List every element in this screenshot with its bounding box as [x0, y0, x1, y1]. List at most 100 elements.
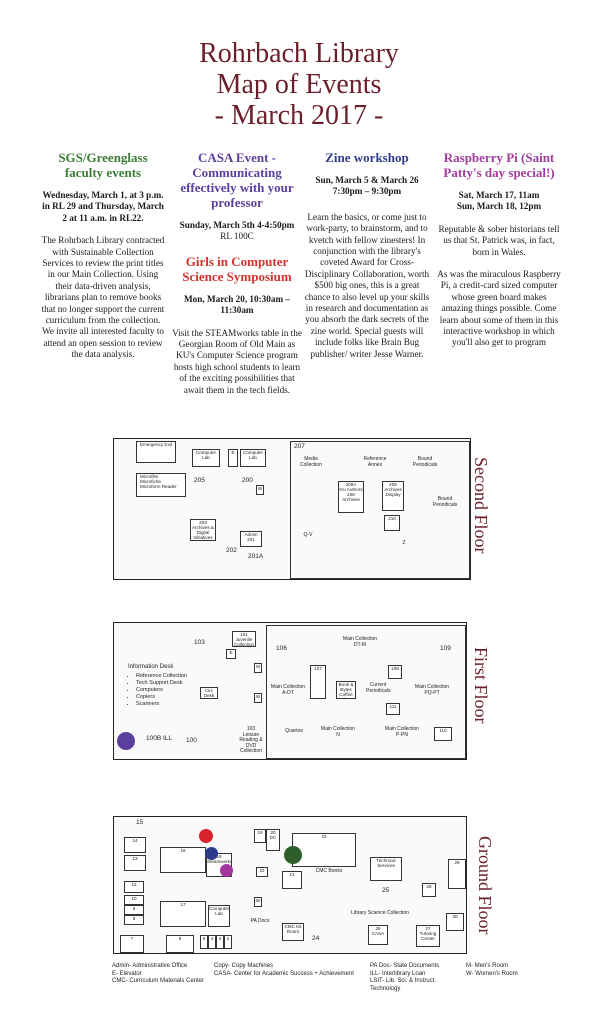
room-201a: 201A	[248, 553, 264, 560]
elevator-1f: E	[226, 649, 236, 659]
current-periodicals: Current Periodicals	[366, 682, 391, 694]
main-collection-pq-pt: Main Collection PQ-PT	[414, 684, 450, 696]
room-13: 13	[124, 855, 146, 871]
first-floor-label: First Floor	[471, 646, 491, 724]
room-101: 101 Juvenile Collection	[232, 631, 256, 647]
room-207: 207	[294, 443, 305, 450]
room-109: 109	[440, 645, 451, 652]
info-item: Tech Support Desk	[136, 680, 196, 687]
circ-desk: Circ Desk	[200, 687, 218, 699]
event-zine-heading: Zine workshop	[325, 150, 409, 165]
event-pi-when-1: Sat, March 17, 11am	[458, 190, 540, 200]
cmc-books: CMC Books	[315, 868, 343, 874]
restroom-w-1f: W	[254, 693, 262, 703]
event-girls-heading: Girls in Computer Science Symposium	[182, 253, 292, 284]
event-pi-when-2: Sun, March 18, 12pm	[456, 201, 542, 212]
room-203: 203 Archives & Digital Initiatives	[190, 519, 216, 541]
room-8: 8	[124, 915, 144, 925]
first-floor-map: 103 101 Juvenile Collection E Informatio…	[113, 622, 467, 760]
room-103: 103	[194, 639, 205, 646]
room-111: 111	[386, 703, 400, 715]
main-collection-dt-m: Main Collection DT-M	[342, 636, 378, 648]
main-collection-n: Main Collection N	[320, 726, 356, 738]
room-26-casa: 26 CASA	[368, 925, 388, 945]
technical-services: Technical Services	[370, 857, 402, 881]
ground-computer-lab: Computer Lab	[208, 905, 230, 927]
room-14: 14	[124, 837, 146, 853]
room-22: 22	[256, 867, 268, 877]
event-zine-when: Sun, March 5 & March 26 7:30pm – 9:30pm	[315, 175, 419, 197]
room-6: 6	[166, 935, 194, 953]
leisure-reading: 103 Leisure Reading & DVD Collection	[239, 726, 263, 755]
media-collection: Media Collection	[300, 456, 322, 468]
room-30: 30	[446, 913, 464, 931]
room-108: 108	[388, 665, 402, 679]
bound-periodicals-1: Bound Periodicals	[412, 456, 438, 468]
event-casa-when: Sunday, March 5th 4-4:50pm	[179, 220, 295, 230]
room-15: 15	[136, 819, 144, 826]
room-17: 17	[160, 901, 206, 927]
event-pi-body-1: Reputable & sober historians tell us tha…	[438, 223, 560, 257]
event-sgs-body: The Rohrbach Library contracted with Sus…	[41, 235, 165, 360]
title-line-2: Map of Events	[216, 69, 382, 100]
cmc-kit-room: CMC Kit Room	[282, 923, 304, 941]
room-19: 19	[254, 829, 266, 843]
title-line-3: - March 2017 -	[214, 100, 384, 131]
event-pi: Raspberry Pi (Saint Patty's day special!…	[435, 150, 563, 360]
room-23: 23	[292, 833, 356, 867]
room-3: 3	[216, 935, 224, 949]
room-microforms: Microfilm Microfiche Microform Reader	[136, 473, 186, 497]
second-floor-label: Second Floor	[471, 456, 491, 554]
room-computer-lab-2: Computer Lab	[240, 449, 266, 467]
event-pi-heading: Raspberry Pi (Saint Patty's day special!…	[443, 150, 555, 180]
room-107: 107	[310, 665, 326, 699]
room-25: 25	[382, 887, 390, 894]
event-girls-body: Visit the STEAMworks table in the Georgi…	[172, 327, 302, 395]
zine-marker	[205, 847, 218, 860]
room-100b: 100B ILL	[146, 735, 173, 742]
room-20: 20 DC	[266, 829, 280, 851]
room-106: 106	[276, 645, 287, 652]
bound-periodicals-2: Bound Periodicals	[432, 496, 458, 508]
room-computer-lab-1: Computer Lab	[192, 449, 220, 467]
info-item: Computers	[136, 687, 196, 694]
info-desk-title: Information Desk	[128, 664, 174, 670]
room-12: 12	[124, 881, 144, 893]
ground-floor-label: Ground Floor	[475, 835, 495, 935]
event-girls-when: Mon, March 20, 10:30am – 11:30am	[184, 293, 290, 316]
room-21: 21	[282, 871, 302, 889]
restroom-m-1f: M	[254, 663, 262, 673]
second-floor-main-hall	[290, 441, 470, 579]
legend-col-2: Copy- Copy Machines CASA- Center for Aca…	[214, 963, 354, 977]
first-floor-main-hall	[266, 625, 466, 759]
event-casa: CASA Event - Communicating effectively w…	[172, 150, 302, 407]
restroom-w-gf: W	[254, 897, 262, 907]
quartos: Quartos	[285, 728, 303, 734]
room-29: 29	[448, 859, 466, 889]
event-casa-heading: CASA Event - Communicating effectively w…	[180, 150, 294, 210]
sgs-marker	[284, 846, 302, 864]
legend-col-1: Admin- Administrative Office E- Elevator…	[112, 963, 205, 984]
room-emergency: Emergency Exit	[136, 441, 176, 463]
legend-col-4: M- Men's Room W- Women's Room	[466, 963, 518, 977]
stacks-q-v: Q-V	[303, 532, 313, 538]
raspberry-pi-marker	[220, 864, 233, 877]
info-item: Copiers	[136, 694, 196, 701]
room-10: 10	[124, 895, 144, 905]
title-line-1: Rohrbach Library	[199, 38, 399, 69]
page-title: Rohrbach Library Map of Events - March 2…	[0, 38, 598, 131]
room-202: 202	[226, 547, 237, 554]
room-27-tutoring: 27 Tutoring Center	[416, 925, 440, 947]
room-110: 110	[434, 727, 452, 741]
event-zine: Zine workshop Sun, March 5 & March 26 7:…	[302, 150, 432, 371]
girls-cs-marker	[199, 829, 213, 843]
legend-col-3: PA Doc- State Documents ILL- Interlibrar…	[370, 963, 440, 992]
room-28: 28	[422, 883, 436, 897]
room-9: 9	[124, 905, 144, 915]
room-209: 209 Archives Display	[382, 481, 404, 511]
room-24: 24	[312, 935, 320, 942]
elevator: E	[228, 449, 238, 467]
stacks-z: Z	[402, 540, 406, 546]
room-201: Admin 201	[240, 531, 262, 547]
casa-event-marker	[117, 732, 135, 750]
